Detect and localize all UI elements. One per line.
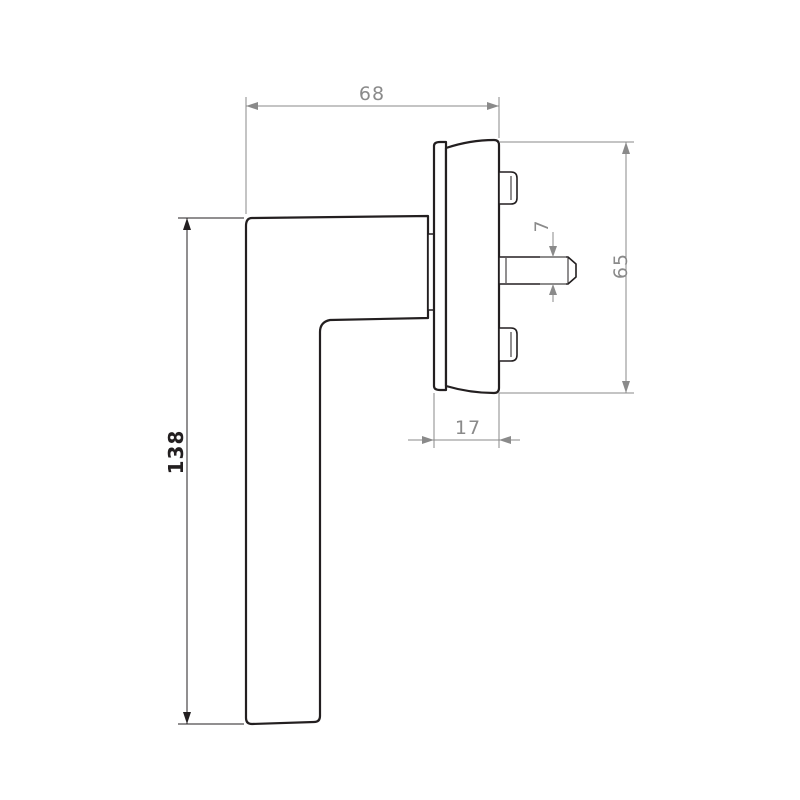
dimension-depth-17: 17 [408,393,520,448]
dimension-label-68: 68 [359,83,385,105]
dimension-label-65: 65 [610,253,632,279]
handle-lever [244,214,430,726]
upper-fixing-screw [498,171,518,205]
lower-fixing-screw [498,327,518,362]
dimension-spindle-7: 7 [531,219,566,302]
dimension-label-17: 17 [455,417,481,439]
dimension-label-7: 7 [531,219,553,232]
dimension-width-68: 68 [245,83,500,214]
dimension-label-138: 138 [164,430,188,475]
square-spindle [498,256,577,285]
dimension-height-65: 65 [499,141,634,394]
dimension-length-138: 138 [164,217,244,725]
rose-base [432,138,501,395]
